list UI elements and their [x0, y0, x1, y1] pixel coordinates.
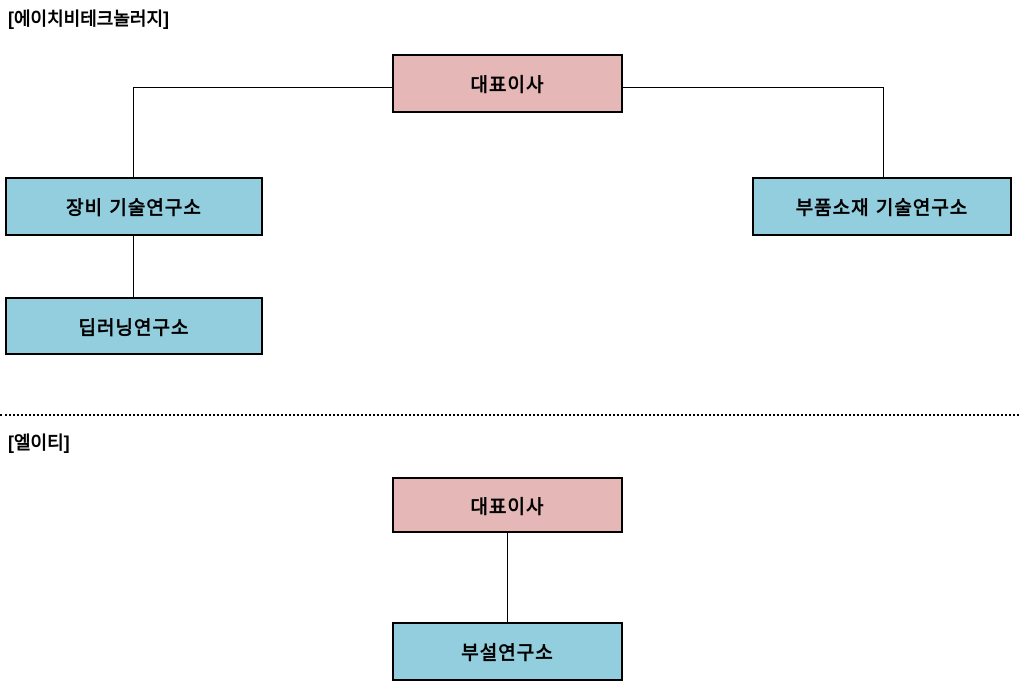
org-box-hb-equipment-lab: 장비 기술연구소 [5, 177, 263, 236]
org-box-hb-deep-learning-lab-label: 딥러닝연구소 [78, 317, 190, 339]
connector-ceo-to-parts-lab-vertical [883, 87, 884, 177]
section-title-let: [엘이티] [8, 433, 70, 453]
org-box-hb-ceo: 대표이사 [392, 54, 623, 113]
connector-ceo-to-equipment-lab-horizontal [133, 87, 392, 88]
connector-ceo-to-research-institute [507, 533, 508, 622]
org-box-hb-ceo-label: 대표이사 [470, 75, 545, 96]
section-title-hb-technology: [에이치비테크놀러지] [8, 9, 170, 29]
org-box-let-ceo: 대표이사 [392, 477, 623, 533]
org-box-hb-parts-materials-lab-label: 부품소재 기술연구소 [795, 198, 969, 219]
connector-ceo-to-equipment-lab-vertical [133, 87, 134, 177]
connector-equipment-lab-to-deep-learning-lab [133, 236, 134, 297]
org-box-let-research-institute: 부설연구소 [392, 622, 623, 681]
org-box-let-ceo-label: 대표이사 [470, 496, 545, 518]
connector-ceo-to-parts-lab-horizontal [623, 87, 883, 88]
org-box-let-research-institute-label: 부설연구소 [461, 643, 554, 664]
org-box-hb-equipment-lab-label: 장비 기술연구소 [66, 198, 202, 219]
org-box-hb-parts-materials-lab: 부품소재 기술연구소 [752, 177, 1012, 236]
section-separator-dotted-line [0, 414, 1019, 416]
org-box-hb-deep-learning-lab: 딥러닝연구소 [5, 297, 263, 355]
